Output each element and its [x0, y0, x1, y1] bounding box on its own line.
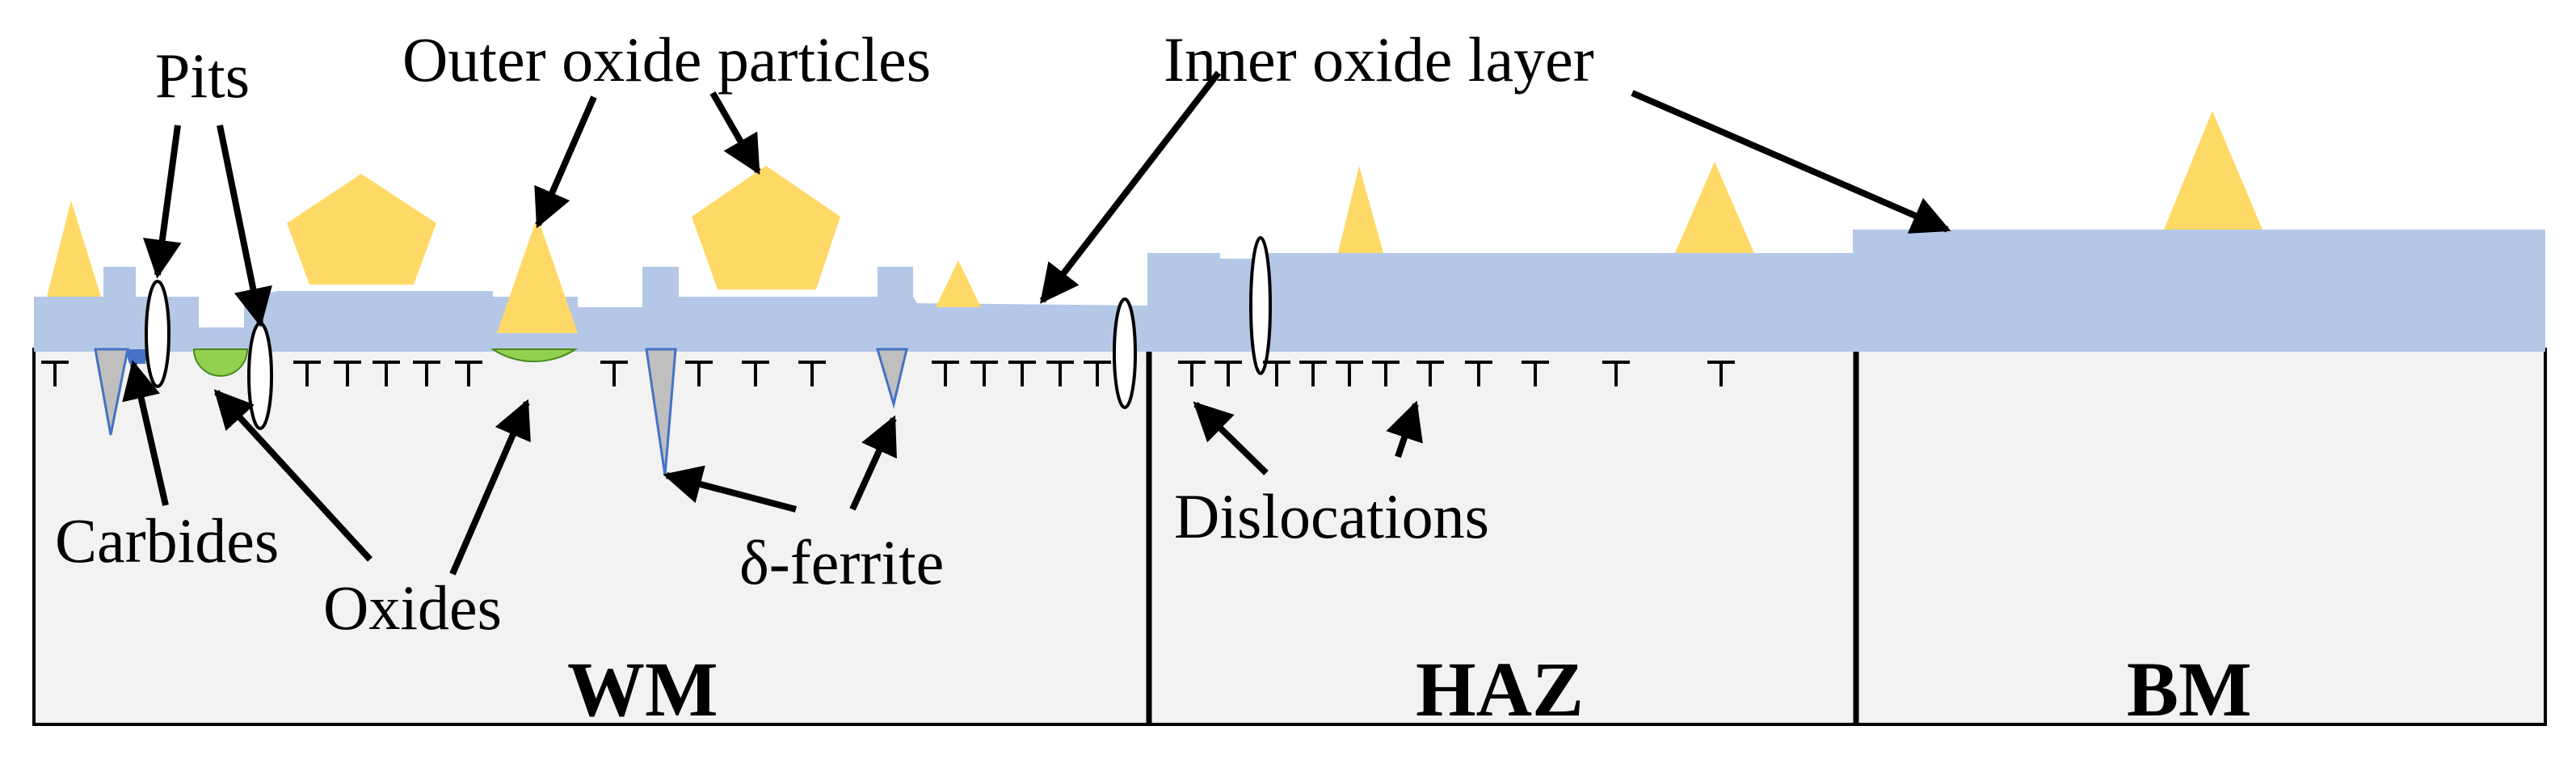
- dislocation-icon: [1263, 361, 1290, 386]
- outer-oxide-triangle: [2164, 111, 2262, 230]
- dislocation-icon: [413, 361, 440, 386]
- delta-ferrite: [875, 348, 908, 409]
- arrow-ferrite-2: [849, 415, 897, 511]
- label-carbides: Carbides: [55, 505, 279, 576]
- delta-ferrite: [645, 348, 677, 476]
- arrow-oxides-1: [213, 389, 373, 562]
- delta-ferrite: [94, 348, 129, 436]
- internal-oxide: [192, 348, 249, 377]
- dislocation-icon: [798, 361, 826, 386]
- label-outer-oxide-particles: Outer oxide particles: [402, 24, 931, 95]
- dislocation-icon: [1046, 361, 1074, 386]
- zone-label-haz: HAZ: [1416, 646, 1584, 732]
- arrow-inner-layer-1: [1039, 70, 1222, 304]
- dislocation-icon: [1178, 361, 1206, 386]
- arrow-carbides: [122, 360, 169, 506]
- label-delta-ferrite: δ-ferrite: [739, 527, 944, 597]
- arrow-outer-particles-1: [534, 95, 597, 229]
- label-inner-oxide-layer: Inner oxide layer: [1164, 24, 1594, 95]
- arrow-dislocations-2: [1386, 400, 1423, 458]
- dislocation-icon: [1084, 361, 1111, 386]
- outer-oxide-triangle: [936, 260, 981, 307]
- dislocation-icon: [1214, 361, 1242, 386]
- arrow-pits-1: [143, 125, 182, 279]
- dislocation-icon: [1522, 361, 1549, 386]
- oxide-scale: [34, 230, 2545, 352]
- label-pits: Pits: [155, 40, 250, 111]
- dislocation-icon: [41, 361, 69, 386]
- pit: [1113, 298, 1137, 409]
- dislocation-icon: [1008, 361, 1036, 386]
- dislocation-icon: [1465, 361, 1492, 386]
- dislocation-icon: [1416, 361, 1444, 386]
- zone-label-bm: BM: [2127, 646, 2252, 732]
- internal-oxide: [490, 348, 579, 363]
- pit: [1249, 236, 1272, 375]
- dislocation-icon: [334, 361, 361, 386]
- outer-oxide-triangle: [497, 217, 578, 333]
- outer-oxide-triangle: [47, 200, 101, 297]
- arrow-inner-layer-2: [1631, 90, 1951, 234]
- dislocation-icon: [373, 361, 400, 386]
- zone-label-wm: WM: [567, 646, 718, 732]
- arrow-oxides-2: [449, 399, 531, 576]
- dislocation-icon: [1299, 361, 1327, 386]
- substrate: [32, 348, 2547, 726]
- dislocation-icon: [455, 361, 482, 386]
- outer-oxide-pentagon: [287, 174, 436, 285]
- dislocation-icon: [1602, 361, 1630, 386]
- outer-oxide-triangle: [1338, 166, 1383, 253]
- arrow-dislocations-1: [1193, 401, 1269, 475]
- label-oxides: Oxides: [323, 572, 502, 643]
- outer-oxide-pentagon: [692, 166, 840, 289]
- dislocation-icon: [1372, 361, 1400, 386]
- dislocation-icon: [1707, 361, 1735, 386]
- dislocation-icon: [742, 361, 769, 386]
- dislocation-icon: [600, 361, 628, 386]
- dislocation-group: [41, 361, 1735, 386]
- dislocation-icon: [293, 361, 321, 386]
- arrow-outer-particles-2: [709, 91, 761, 175]
- outer-oxide-triangle: [1675, 162, 1754, 253]
- pit: [145, 280, 170, 388]
- arrow-ferrite-1: [663, 465, 798, 513]
- pit: [247, 322, 273, 430]
- label-dislocations: Dislocations: [1174, 481, 1489, 551]
- dislocation-icon: [932, 361, 959, 386]
- dislocation-icon: [1336, 361, 1363, 386]
- dislocation-icon: [970, 361, 998, 386]
- dislocation-icon: [685, 361, 713, 386]
- arrow-pits-2: [217, 125, 272, 327]
